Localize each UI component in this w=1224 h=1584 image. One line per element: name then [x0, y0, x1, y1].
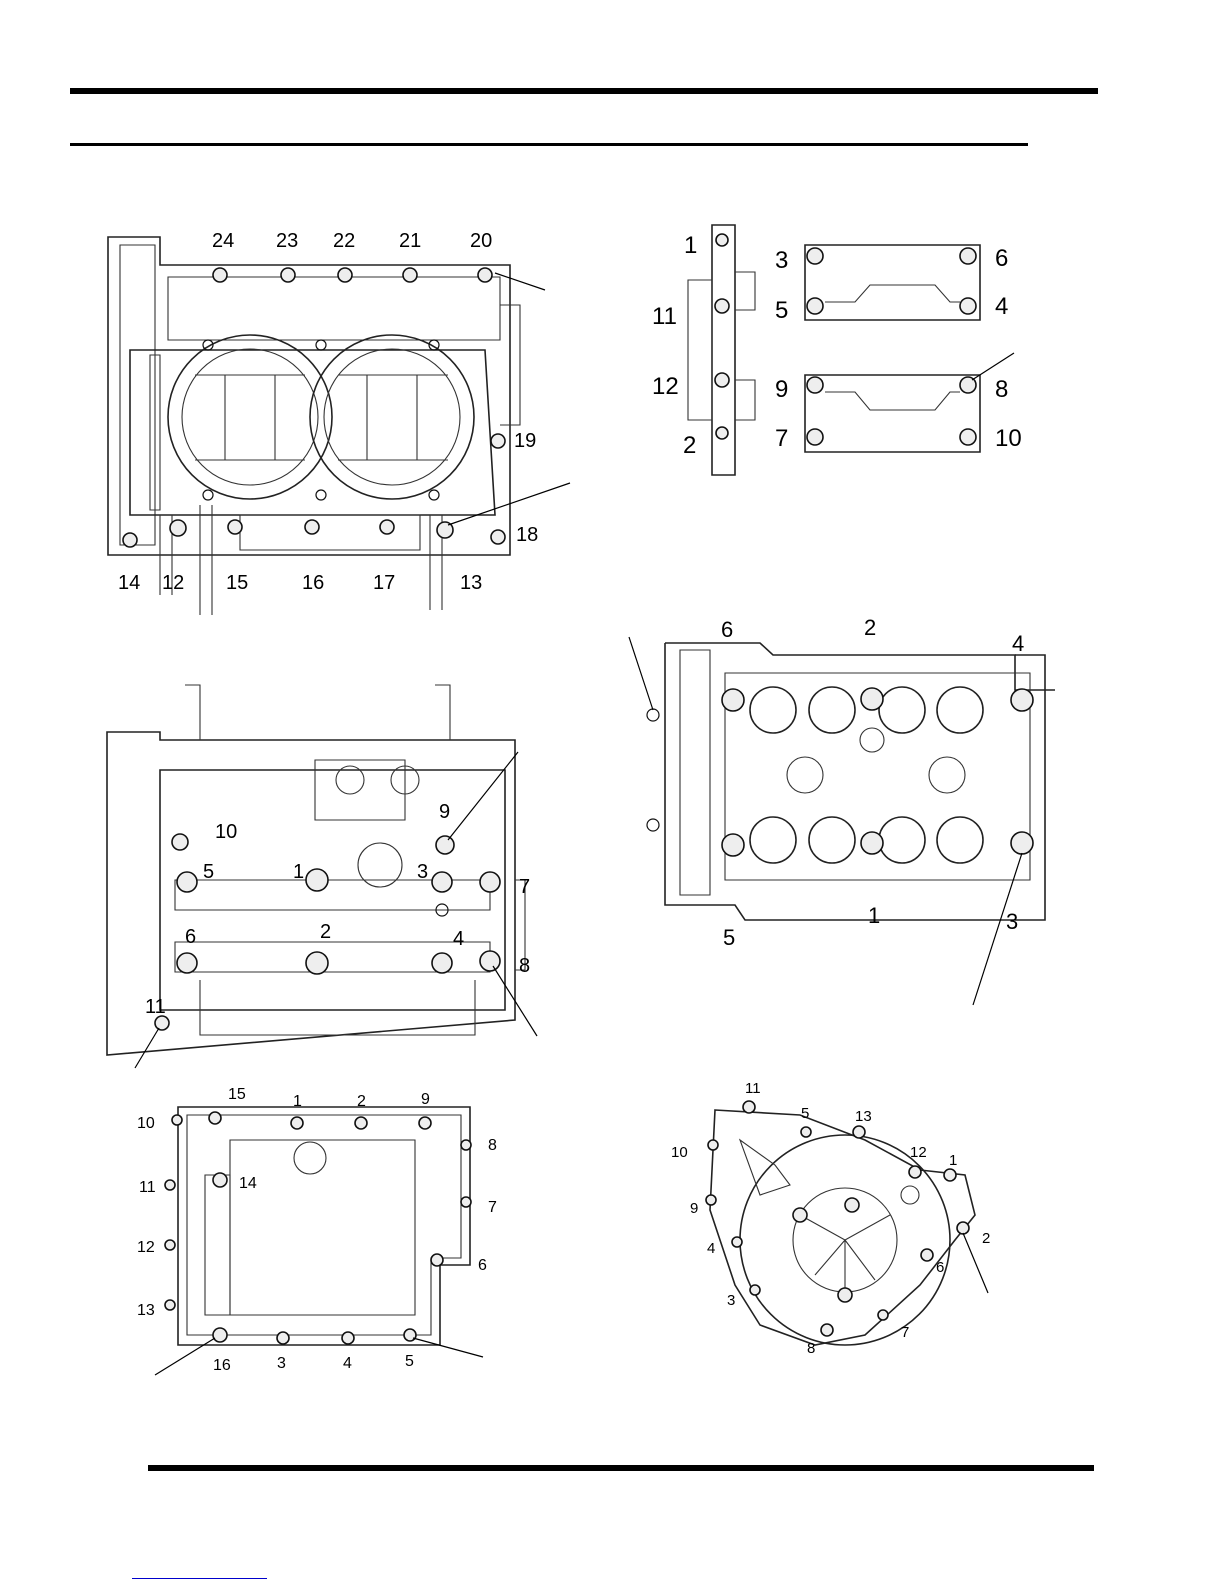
- bolt-label: 10: [995, 425, 1022, 452]
- bolt-label: 4: [995, 293, 1008, 320]
- footer-link-underline[interactable]: [132, 1578, 267, 1579]
- bolt-label: 12: [910, 1144, 927, 1161]
- bolt-label: 1: [684, 232, 697, 259]
- bolt-label: 8: [488, 1137, 497, 1154]
- bolt-label: 16: [213, 1357, 231, 1374]
- bolt-label: 5: [775, 297, 788, 324]
- oil-pan-diagram: 15 1 2 9 10 8 11 14 7 12 6 13 16 3 4 5: [135, 1080, 515, 1380]
- bolt-label: 6: [936, 1259, 944, 1276]
- bolt-label: 6: [995, 245, 1008, 272]
- bolt-label: 24: [212, 230, 234, 252]
- bolt-label: 7: [775, 425, 788, 452]
- bolt-label: 22: [333, 230, 355, 252]
- bolt-label: 10: [137, 1115, 155, 1132]
- bolt-label: 18: [516, 524, 538, 546]
- stator-cover-diagram: 11 5 13 10 12 1 9 2 4 6 3 7 8: [665, 1075, 1005, 1375]
- bolt-label: 3: [727, 1292, 735, 1309]
- bolt-label: 9: [690, 1200, 698, 1217]
- bolt-label: 14: [239, 1175, 257, 1192]
- bolt-label: 11: [745, 1080, 761, 1097]
- bolt-label: 10: [215, 821, 237, 843]
- bolt-label: 12: [137, 1239, 155, 1256]
- bolt-label: 2: [357, 1093, 366, 1110]
- bolt-label: 6: [478, 1257, 487, 1274]
- bolt-label: 2: [320, 921, 331, 943]
- bolt-label: 13: [460, 572, 482, 594]
- bolt-label: 5: [203, 861, 214, 883]
- bolt-label: 9: [775, 376, 788, 403]
- bolt-label: 12: [162, 572, 184, 594]
- bolt-label: 3: [417, 861, 428, 883]
- bolt-label: 4: [453, 928, 464, 950]
- bolt-label: 2: [982, 1230, 990, 1247]
- bolt-label: 8: [995, 376, 1008, 403]
- bolt-label: 1: [949, 1152, 957, 1169]
- bolt-label: 21: [399, 230, 421, 252]
- bolt-label: 3: [277, 1355, 286, 1372]
- bolt-label: 4: [343, 1355, 352, 1372]
- bolt-label: 11: [652, 303, 677, 330]
- bolt-label: 7: [519, 876, 530, 898]
- bolt-label: 2: [683, 432, 696, 459]
- bolt-label: 15: [228, 1086, 246, 1103]
- bolt-label: 8: [807, 1340, 815, 1357]
- bolt-label: 17: [373, 572, 395, 594]
- bolt-label: 11: [145, 996, 166, 1018]
- crankcase-top-diagram: 24 23 22 21 20 19 18 14 12 15 16 17 13: [100, 225, 580, 620]
- bolt-label: 13: [855, 1108, 872, 1125]
- bolt-label: 1: [293, 861, 304, 883]
- section-rule: [70, 143, 1028, 146]
- bolt-label: 10: [671, 1144, 688, 1161]
- bolt-label: 15: [226, 572, 248, 594]
- bolt-label: 4: [707, 1240, 715, 1257]
- bolt-label: 14: [118, 572, 140, 594]
- bolt-label: 5: [405, 1353, 414, 1370]
- bolt-label: 6: [721, 617, 733, 642]
- bolt-label: 5: [801, 1105, 809, 1122]
- bolt-label: 1: [293, 1093, 302, 1110]
- bolt-label: 6: [185, 926, 196, 948]
- bolt-label: 11: [139, 1179, 156, 1196]
- bolt-label: 9: [421, 1091, 430, 1108]
- bolt-label: 23: [276, 230, 298, 252]
- crankcase-bottom-diagram: 10 9 5 1 3 7 6 2 4 8 11: [105, 680, 550, 1075]
- bolt-label: 7: [901, 1324, 909, 1341]
- bolt-label: 5: [723, 925, 735, 950]
- bolt-label: 2: [864, 615, 876, 640]
- cylinder-head-diagram: 6 2 4 5 1 3: [625, 615, 1045, 1010]
- bolt-label: 7: [488, 1199, 497, 1216]
- bolt-label: 3: [775, 247, 788, 274]
- bolt-label: 19: [514, 430, 536, 452]
- bolt-label: 8: [519, 955, 530, 977]
- bolt-label: 1: [868, 903, 880, 928]
- cam-caps-diagram: 1 11 12 2 3 6 5 4 9 8 7 10: [650, 220, 1030, 485]
- bolt-label: 9: [439, 801, 450, 823]
- bolt-label: 20: [470, 230, 492, 252]
- bolt-label: 12: [652, 373, 679, 400]
- header-rule: [70, 88, 1098, 94]
- bolt-label: 16: [302, 572, 324, 594]
- bolt-label: 13: [137, 1302, 155, 1319]
- bolt-label: 4: [1012, 631, 1024, 656]
- footer-rule: [148, 1465, 1094, 1471]
- bolt-label: 3: [1006, 909, 1018, 934]
